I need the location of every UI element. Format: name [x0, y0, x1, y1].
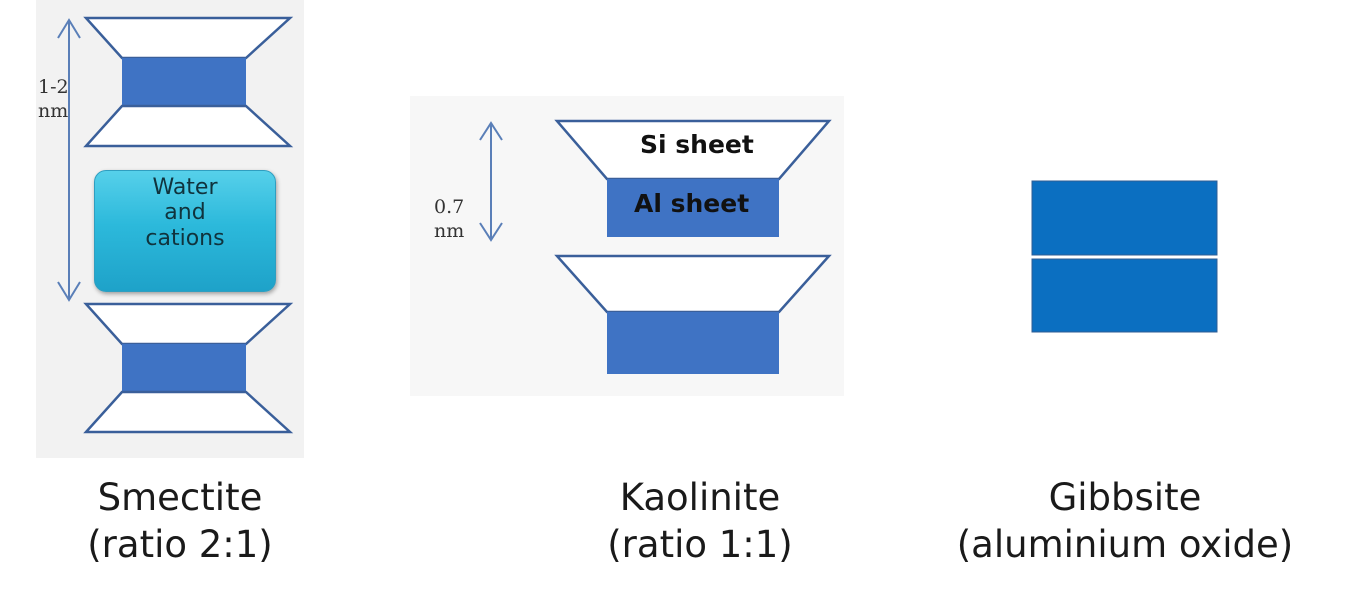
spacing-unit: nm — [38, 99, 69, 122]
tetrahedral-sheet — [83, 16, 294, 60]
gibbsite-sheet — [1031, 258, 1218, 333]
al-sheet — [607, 179, 779, 237]
caption-subtitle: (ratio 1:1) — [607, 523, 793, 567]
caption-title: Smectite — [97, 476, 263, 519]
caption-title: Gibbsite — [1048, 476, 1202, 519]
smectite-spacing-label: 1-2 nm — [38, 76, 69, 124]
kaolinite-spacing-arrow — [479, 121, 503, 242]
kaolinite-spacing-label: 0.7 nm — [434, 196, 464, 244]
smectite-spacing-arrow — [57, 18, 81, 302]
tetrahedral-sheet — [83, 390, 294, 434]
smectite-caption: Smectite (ratio 2:1) — [40, 474, 320, 569]
si-sheet-label: Si sheet — [640, 130, 754, 159]
smectite-bottom-unit — [83, 302, 294, 434]
spacing-value: 0.7 — [434, 196, 465, 218]
kaolinite-caption: Kaolinite (ratio 1:1) — [560, 474, 840, 569]
water-and-cations-layer: Water and cations — [94, 170, 276, 292]
caption-subtitle: (ratio 2:1) — [87, 523, 273, 567]
gibbsite-caption: Gibbsite (aluminium oxide) — [935, 474, 1315, 569]
tetrahedral-sheet — [83, 104, 294, 148]
kaolinite-bottom-unit — [554, 254, 832, 374]
gibbsite-diagram — [1031, 180, 1218, 333]
octahedral-sheet — [122, 58, 246, 106]
al-sheet — [607, 312, 779, 374]
gibbsite-sheet — [1031, 180, 1218, 256]
interlayer-label-line: and — [164, 200, 206, 226]
spacing-unit: nm — [434, 219, 465, 242]
smectite-top-unit — [83, 16, 294, 148]
caption-subtitle: (aluminium oxide) — [956, 523, 1294, 567]
caption-title: Kaolinite — [619, 476, 781, 519]
tetrahedral-sheet — [83, 302, 294, 346]
spacing-value: 1-2 — [38, 76, 69, 98]
interlayer-label-line: cations — [145, 225, 225, 251]
kaolinite-top-unit — [554, 119, 832, 237]
interlayer-label-line: Water — [152, 175, 218, 200]
octahedral-sheet — [122, 344, 246, 392]
al-sheet-label: Al sheet — [634, 189, 750, 218]
si-sheet — [554, 254, 832, 314]
